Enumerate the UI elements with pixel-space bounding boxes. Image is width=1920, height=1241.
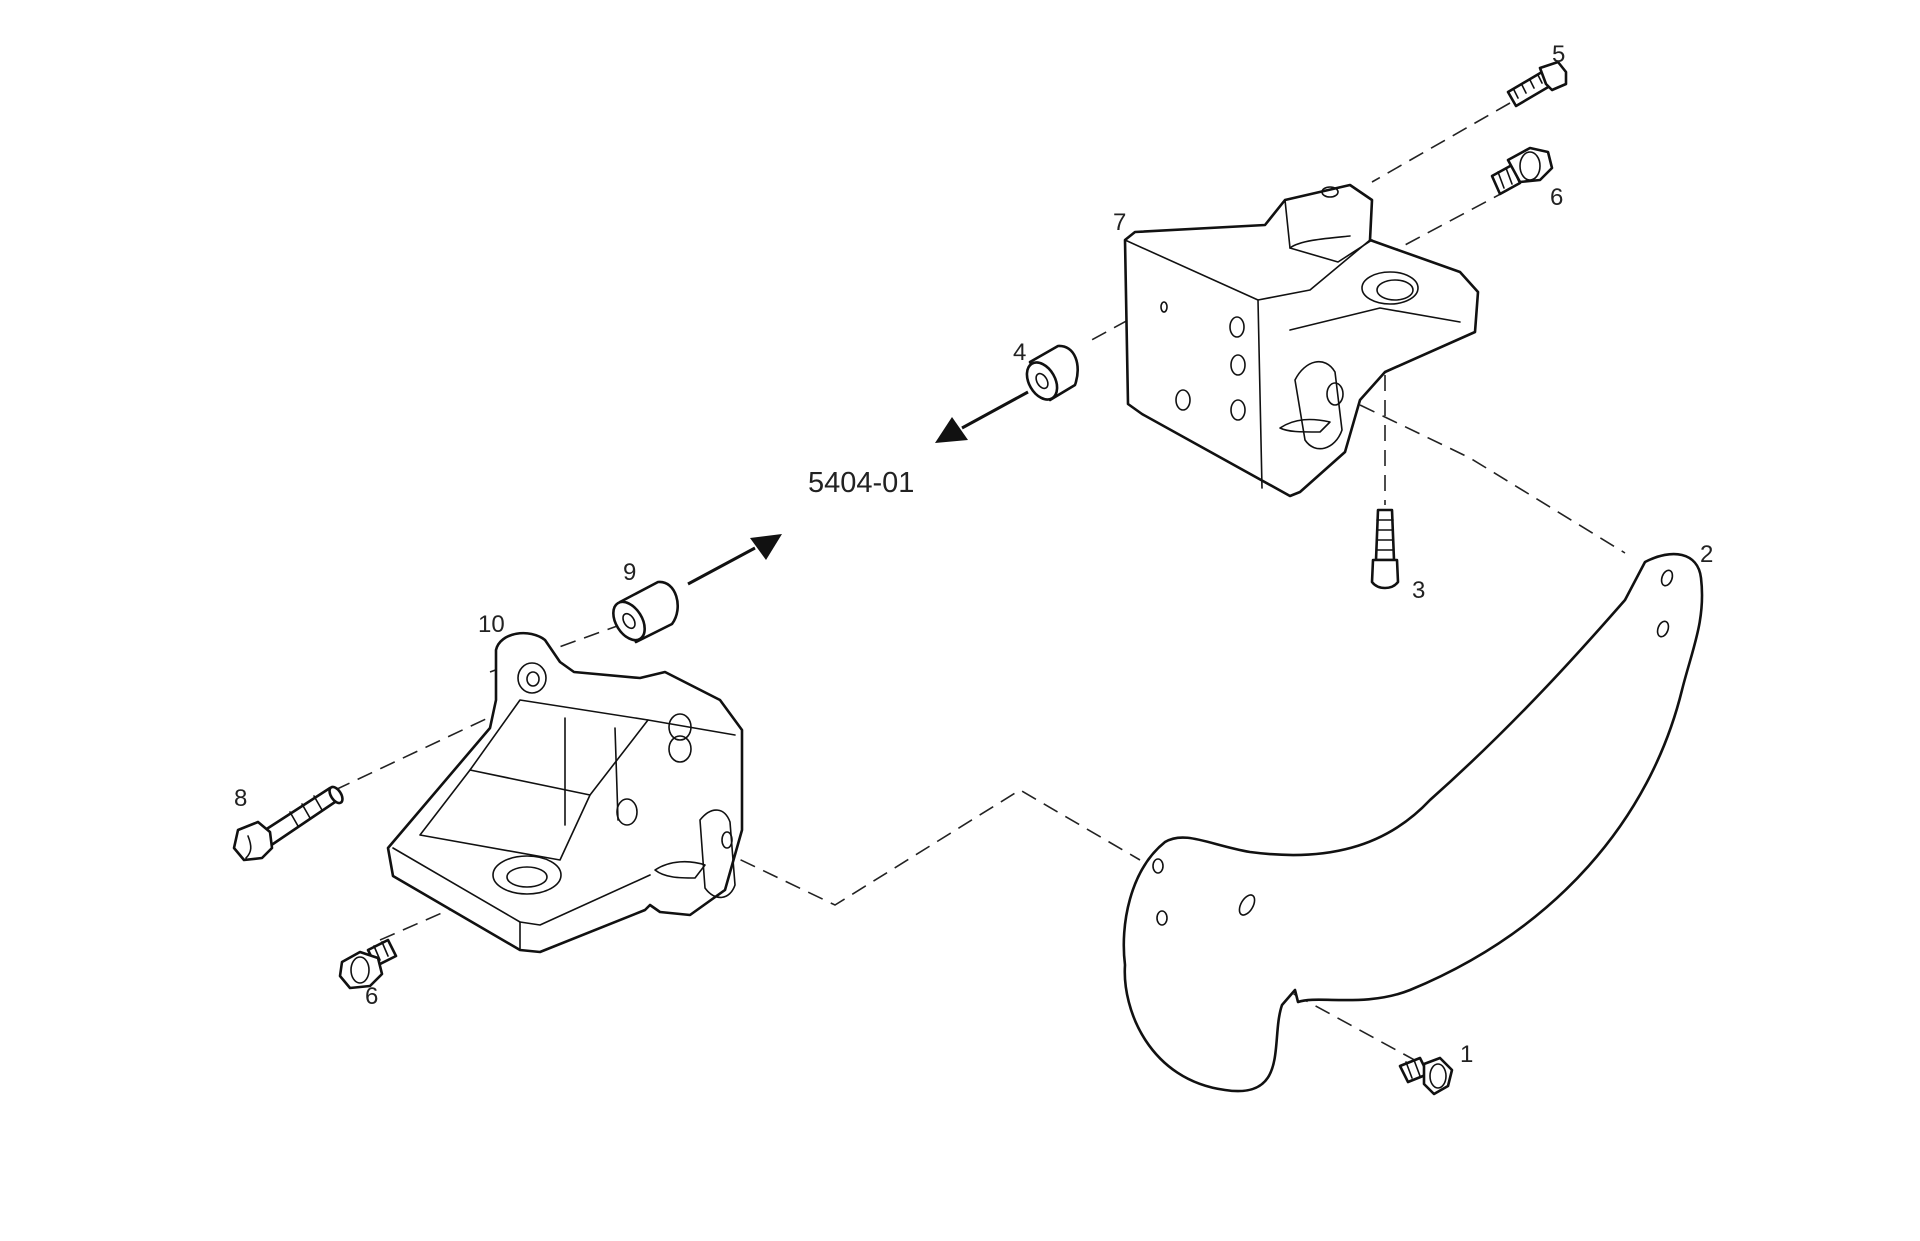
arrow-to-reference-from-bush — [935, 390, 1029, 443]
sleeve-part-9 — [612, 580, 679, 644]
assembly-leader-lines — [334, 102, 1626, 1064]
callout-6-lower: 6 — [365, 983, 378, 1010]
callout-2: 2 — [1700, 541, 1713, 568]
reference-number-label: 5404-01 — [808, 467, 914, 499]
bracket-arm-part-2 — [1122, 552, 1704, 1093]
callout-8: 8 — [234, 785, 247, 812]
flange-bolt-part-6-lower — [338, 938, 398, 990]
lower-mount-bracket-part-10 — [386, 631, 744, 954]
flange-bolt-part-1 — [1398, 1056, 1454, 1096]
callout-10: 10 — [478, 611, 505, 638]
flange-bolt-part-6-upper — [1490, 146, 1554, 196]
callout-6-upper: 6 — [1550, 184, 1563, 211]
callout-7: 7 — [1113, 209, 1126, 236]
callout-1: 1 — [1460, 1041, 1473, 1068]
callout-3: 3 — [1412, 577, 1425, 604]
cap-screw-part-3 — [1370, 508, 1400, 590]
bolt-part-5 — [1506, 60, 1568, 108]
callout-9: 9 — [623, 559, 636, 586]
callout-5: 5 — [1552, 41, 1565, 68]
bolt-part-8 — [232, 785, 344, 862]
arrow-to-reference-from-sleeve — [687, 534, 782, 586]
callout-4: 4 — [1013, 339, 1026, 366]
upper-mount-bracket-part-7 — [1123, 183, 1480, 498]
bush-part-4 — [1025, 344, 1079, 402]
